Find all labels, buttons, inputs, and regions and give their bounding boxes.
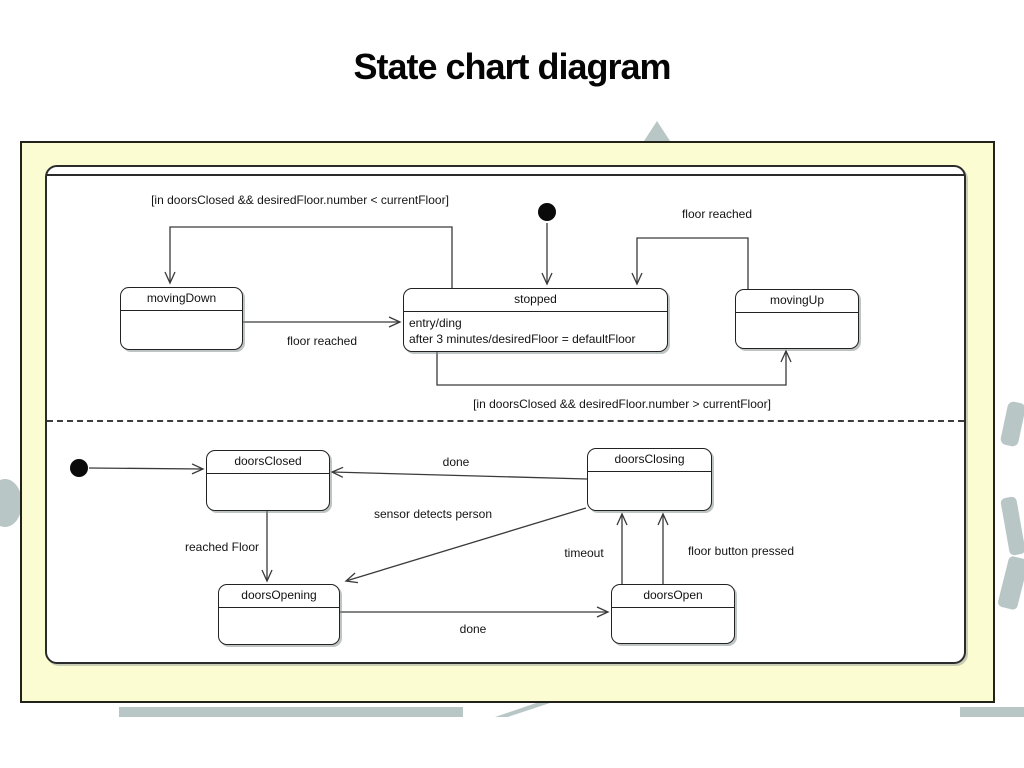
transition-label: floor button pressed (687, 544, 795, 558)
state-internal-actions: entry/ding after 3 minutes/desiredFloor =… (404, 311, 667, 351)
watermark-shape (1000, 496, 1024, 556)
watermark-shape (997, 555, 1024, 611)
transition-label: floor reached (681, 207, 753, 221)
state-internal-actions (612, 607, 734, 643)
state-name-label: doorsOpening (241, 588, 317, 602)
transition-label: done (459, 622, 487, 636)
state-action-line: entry/ding (409, 316, 462, 330)
transition-label: reached Floor (184, 540, 260, 554)
watermark-shape (999, 400, 1024, 448)
state-internal-actions (736, 312, 858, 348)
diagram-frame-header (47, 167, 964, 176)
watermark-shape (644, 121, 670, 141)
region-separator-line (47, 420, 964, 422)
state-name-label: movingDown (146, 291, 217, 305)
diagram-frame (45, 165, 966, 664)
state-stopped: stopped entry/ding after 3 minutes/desired… (403, 288, 668, 352)
page-title: State chart diagram (353, 46, 671, 87)
state-name-label: doorsClosed (234, 454, 302, 468)
state-internal-actions (588, 471, 711, 510)
transition-label: [in doorsClosed && desiredFloor.number >… (473, 397, 771, 411)
state-name-label: movingUp (769, 293, 825, 307)
watermark-shape (960, 707, 1024, 717)
watermark-shape (495, 702, 553, 717)
state-internal-actions (219, 607, 339, 644)
state-movingUp: movingUp (735, 289, 859, 349)
state-name-label: stopped (514, 292, 557, 306)
state-doorsOpen: doorsOpen (611, 584, 735, 644)
transition-label: floor reached (286, 334, 358, 348)
state-internal-actions (207, 473, 329, 510)
transition-label: sensor detects person (373, 507, 493, 521)
state-movingDown: movingDown (120, 287, 243, 350)
state-internal-actions (121, 310, 242, 349)
state-name-label: doorsOpen (643, 588, 703, 602)
transition-label: done (442, 455, 470, 469)
state-doorsClosed: doorsClosed (206, 450, 330, 511)
state-doorsClosing: doorsClosing (587, 448, 712, 511)
state-name-label: doorsClosing (614, 452, 685, 466)
watermark-shape (0, 479, 22, 527)
state-action-line: after 3 minutes/desiredFloor = defaultFl… (409, 332, 636, 346)
transition-label: timeout (564, 546, 604, 560)
watermark-shape (119, 707, 463, 717)
state-doorsOpening: doorsOpening (218, 584, 340, 645)
transition-label: [in doorsClosed && desiredFloor.number <… (151, 193, 449, 207)
